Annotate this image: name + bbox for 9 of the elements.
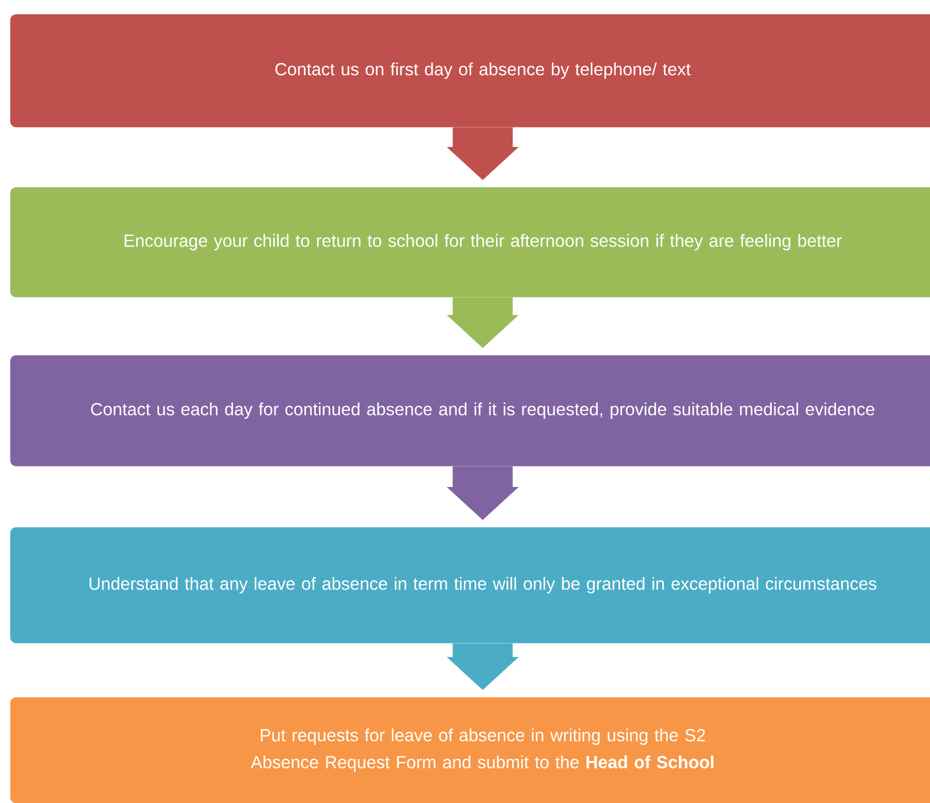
step-box: Contact us each day for continued absence and if it is requested, provide suitable medical evidence bbox=[10, 355, 930, 466]
step-box: Encourage your child to return to school for their afternoon session if they are feeling better bbox=[10, 187, 930, 298]
arrow bbox=[446, 127, 519, 180]
step-box: Understand that any leave of absence in term time will only be granted in exceptional circumstances bbox=[10, 527, 930, 644]
arrow bbox=[446, 466, 519, 520]
arrow bbox=[446, 643, 519, 690]
step-box: Put requests for leave of absence in writing using the S2 Absence Request Form and submit to the Head of School bbox=[10, 697, 930, 803]
step-box: Contact us on first day of absence by telephone/ text bbox=[10, 14, 930, 128]
arrow bbox=[446, 297, 519, 348]
